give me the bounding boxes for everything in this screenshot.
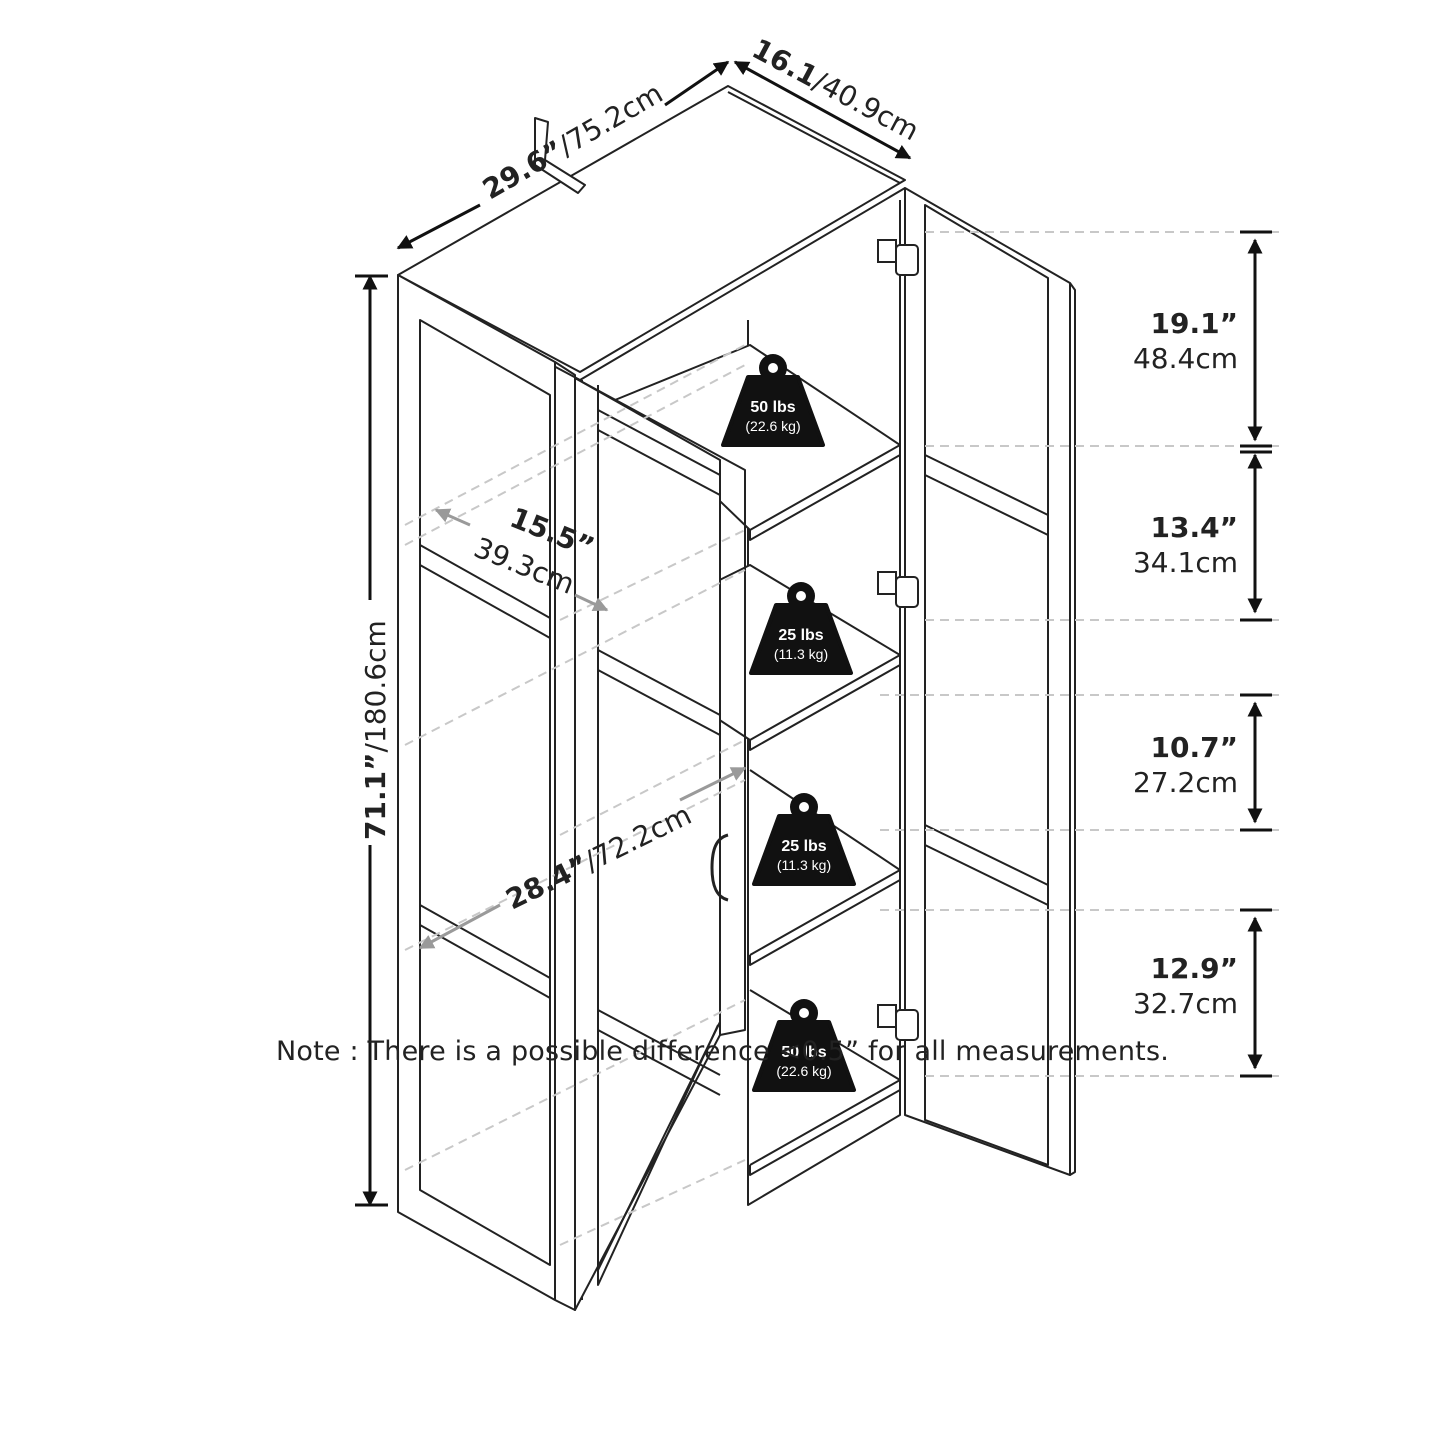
inner-dimension-arrows [418, 508, 747, 950]
svg-text:25 lbs: 25 lbs [778, 627, 823, 644]
inner-width-arrow [418, 903, 501, 950]
spacing-2-cm: 34.1cm [1133, 546, 1238, 579]
spacing-3-in: 10.7” [1151, 731, 1239, 764]
weight-capacity-icons: 50 lbs (22.6 kg) 25 lbs (11.3 kg) 25 lbs… [721, 354, 856, 1092]
spacing-2-in: 13.4” [1151, 511, 1239, 544]
shelf-spacing-labels: 19.1” 48.4cm 13.4” 34.1cm 10.7” 27.2cm 1… [1133, 307, 1238, 1020]
hinge-icons [877, 239, 919, 1041]
door-handle [710, 833, 729, 902]
left-door [397, 274, 576, 1311]
svg-text:(22.6 kg): (22.6 kg) [745, 418, 800, 434]
svg-text:(11.3 kg): (11.3 kg) [777, 857, 831, 873]
spacing-4-cm: 32.7cm [1133, 987, 1238, 1020]
projection-lines [404, 231, 1280, 1246]
svg-text:(22.6 kg): (22.6 kg) [776, 1063, 831, 1079]
width-arrow-left [396, 203, 481, 250]
weight-icon-shelf-4: 50 lbs (22.6 kg) [752, 999, 856, 1092]
weight-icon-shelf-3: 25 lbs (11.3 kg) [752, 793, 856, 886]
hinge-icon [877, 239, 919, 276]
hinge-icon [877, 1004, 919, 1041]
hinge-icon [877, 571, 919, 608]
measurement-note: Note : There is a possible difference <0… [275, 1036, 1170, 1067]
cabinet-body [397, 85, 1076, 1311]
right-door [904, 187, 1076, 1176]
spacing-1-cm: 48.4cm [1133, 342, 1238, 375]
svg-text:50 lbs: 50 lbs [781, 1044, 826, 1061]
spacing-3-cm: 27.2cm [1133, 766, 1238, 799]
svg-text:25 lbs: 25 lbs [781, 838, 826, 855]
height-label: 71.1”/180.6cm [359, 620, 392, 840]
width-arrow-right [664, 60, 730, 107]
depth-arrow [733, 60, 912, 160]
spacing-1-in: 19.1” [1151, 307, 1239, 340]
spacing-4-in: 12.9” [1151, 952, 1239, 985]
svg-text:50 lbs: 50 lbs [750, 399, 795, 416]
svg-text:(11.3 kg): (11.3 kg) [774, 646, 828, 662]
inner-depth-arrow [434, 508, 471, 527]
wall-bracket [534, 117, 586, 194]
dimension-arrows [355, 60, 1272, 1207]
weight-icon-shelf-2: 25 lbs (11.3 kg) [749, 582, 853, 675]
center-door [574, 377, 746, 1311]
weight-icon-shelf-1: 50 lbs (22.6 kg) [721, 354, 825, 447]
